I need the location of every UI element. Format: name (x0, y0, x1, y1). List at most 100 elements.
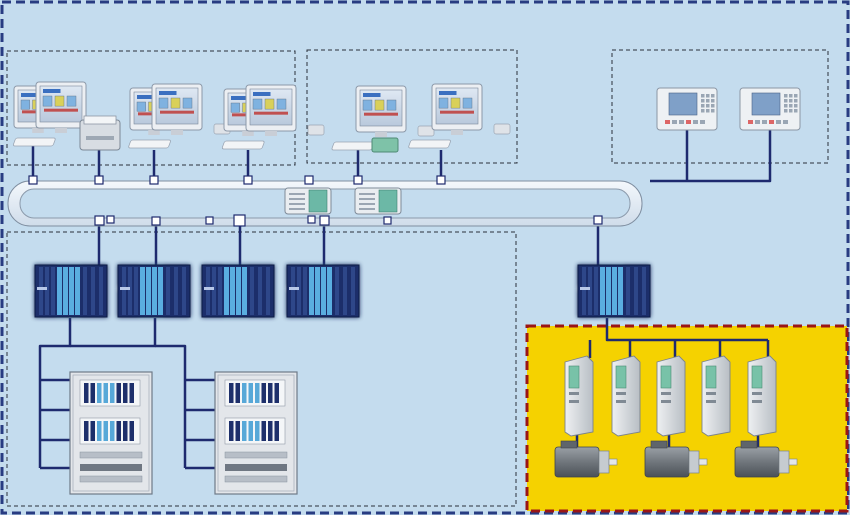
drive-module (615, 365, 627, 389)
plc-module (250, 267, 254, 315)
workstations (13, 81, 511, 153)
connector (307, 215, 316, 224)
connector (151, 216, 161, 226)
plc-controller-1 (34, 264, 108, 318)
io-module (116, 383, 121, 403)
shaft (608, 458, 618, 466)
field-bus-left (38, 318, 72, 470)
ring-connectors (28, 175, 603, 227)
field-cabinet-1 (69, 371, 153, 495)
io-module (110, 383, 115, 403)
io-module (116, 421, 121, 441)
screen-titlebar (253, 92, 271, 96)
terminal-strip (224, 475, 288, 483)
drive-module (568, 365, 580, 389)
screen-widget (136, 101, 146, 112)
plc-module (83, 267, 87, 315)
servo-motor-1 (554, 440, 618, 478)
servo-drive-4 (701, 355, 731, 437)
drive-module (751, 365, 763, 389)
screen-titlebar (363, 93, 381, 97)
terminal-strip (225, 464, 287, 471)
plc-module (166, 267, 170, 315)
io-module (110, 421, 115, 441)
plc-module (158, 267, 163, 315)
plc-controller-4 (286, 264, 360, 318)
plc-module (99, 267, 103, 315)
connector (94, 175, 104, 185)
io-module (97, 383, 102, 403)
tower-icon (493, 123, 511, 135)
monitor-icon (431, 83, 483, 135)
plc-module (174, 267, 178, 315)
plc-module (218, 267, 222, 315)
connector (319, 215, 330, 226)
plc-module (91, 267, 95, 315)
plc-module (152, 267, 157, 315)
plc-module (297, 267, 301, 315)
servo-drive-1 (564, 355, 594, 437)
terminal-strip (80, 464, 142, 471)
plc-module (343, 267, 347, 315)
operator-station-3 (221, 84, 325, 150)
io-module (123, 421, 128, 441)
monitor-stand (242, 131, 254, 136)
plc-module (75, 267, 80, 315)
comm-module-icon (371, 137, 399, 153)
plc-module (69, 267, 74, 315)
io-module (129, 383, 134, 403)
terminal-strip (79, 451, 143, 459)
terminal-strip (79, 475, 143, 483)
servo-drive-3 (656, 355, 686, 437)
monitor-icon (151, 83, 203, 135)
plc-module (606, 267, 611, 315)
plc-module (224, 267, 229, 315)
operator-panel-1 (656, 87, 718, 131)
plc-module (206, 267, 210, 315)
plc-module (242, 267, 247, 315)
io-module (103, 421, 108, 441)
shaft (698, 458, 708, 466)
io-module (103, 383, 108, 403)
plc-module (122, 267, 126, 315)
plc-module (588, 267, 592, 315)
field-cabinet-2 (214, 371, 298, 495)
keyboard-icon (128, 139, 171, 149)
terminal-box (560, 440, 578, 449)
keyboard-icon (221, 140, 265, 150)
screen-trend (440, 110, 474, 114)
screen-widget (54, 95, 65, 107)
plc-module (315, 267, 320, 315)
io-module (255, 421, 260, 441)
screen-titlebar (159, 91, 177, 95)
plc-module (291, 267, 295, 315)
plc-module (212, 267, 216, 315)
plc-module (39, 267, 43, 315)
flange (688, 450, 700, 474)
screen-titlebar (43, 89, 61, 93)
screen-widget (276, 98, 287, 110)
plc-controllers (34, 264, 651, 318)
monitor-stand (55, 128, 67, 133)
plc-module (45, 267, 49, 315)
plc-module (230, 267, 235, 315)
plc-module (634, 267, 638, 315)
monitor-stand (375, 132, 387, 137)
terminal-box (650, 440, 668, 449)
group-box-operator-panels (611, 49, 829, 164)
screen-widget (438, 97, 449, 109)
plc-module (51, 267, 55, 315)
motion-controller (577, 264, 651, 318)
plc-module (327, 267, 332, 315)
servo-motor-3 (734, 440, 798, 478)
plc-module (258, 267, 262, 315)
servo-drive-5 (747, 355, 777, 437)
io-module (229, 421, 234, 441)
connector (436, 175, 446, 185)
keyboard-icon (331, 141, 375, 151)
terminal-strip (224, 451, 288, 459)
plc-module (182, 267, 186, 315)
link-panels (650, 130, 772, 183)
connector (353, 175, 363, 185)
